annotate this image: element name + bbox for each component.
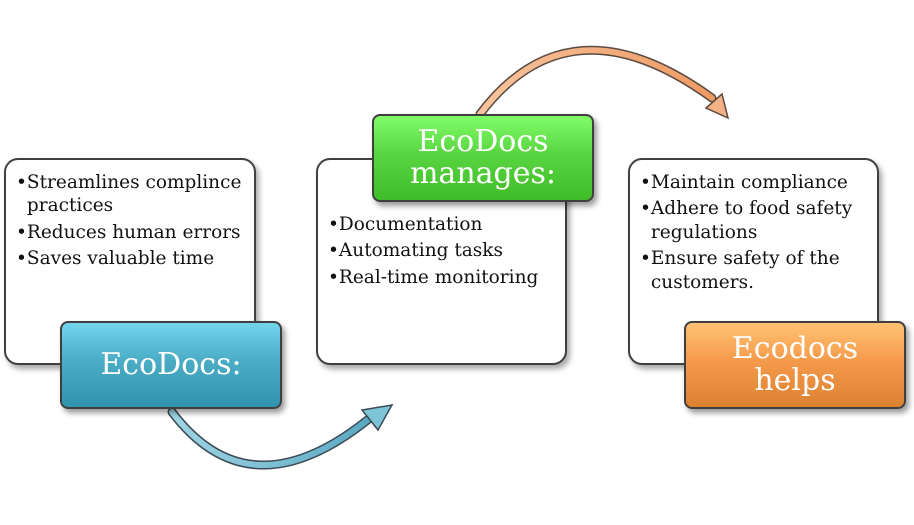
list-item: •Real-time monitoring bbox=[328, 266, 539, 288]
step-3-label: Ecodocs helps bbox=[684, 321, 906, 409]
list-item: •Maintain compliance bbox=[640, 172, 848, 193]
step-1-list: •Streamlines complince practices •Reduce… bbox=[16, 171, 252, 274]
list-item: •Documentation bbox=[328, 214, 483, 235]
list-item: •Adhere to food safety regulations bbox=[640, 198, 853, 243]
curved-arrow-2 bbox=[475, 45, 730, 120]
list-item: •Ensure safety of the customers. bbox=[640, 248, 840, 293]
step-1-label: EcoDocs: bbox=[60, 321, 282, 409]
list-item: •Saves valuable time bbox=[16, 248, 215, 270]
step-3-list: •Maintain compliance •Adhere to food saf… bbox=[640, 171, 876, 297]
step-2-label: EcoDocs manages: bbox=[372, 114, 594, 202]
step-2-list: •Documentation •Automating tasks •Real-t… bbox=[328, 213, 564, 292]
list-item: •Automating tasks bbox=[328, 240, 503, 262]
list-item: •Reduces human errors bbox=[16, 221, 241, 243]
list-item: •Streamlines complince practices bbox=[16, 172, 242, 217]
curved-arrow-1 bbox=[167, 404, 394, 470]
